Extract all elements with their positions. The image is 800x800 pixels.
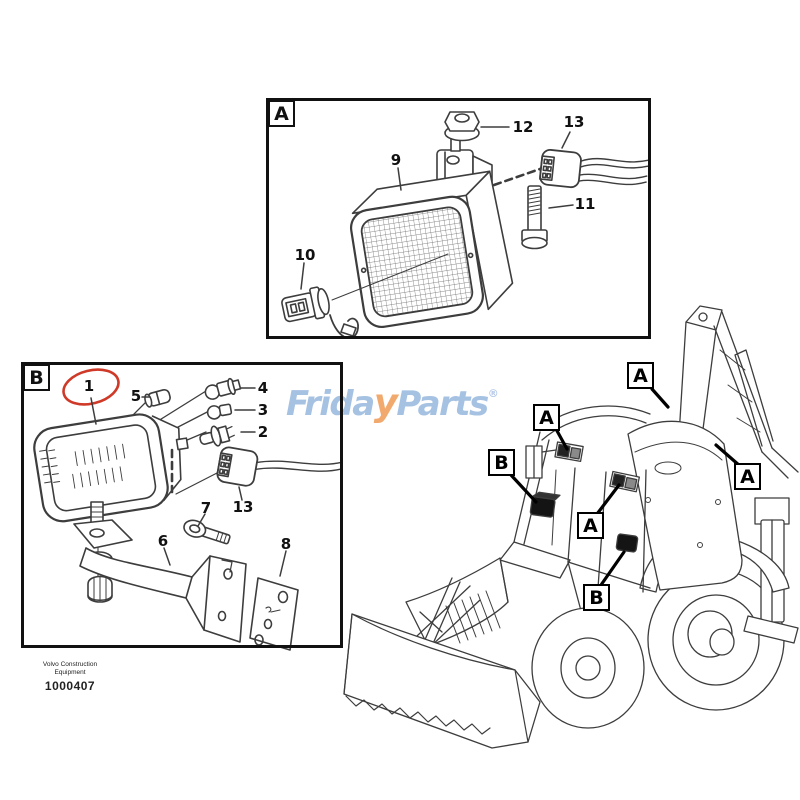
- panel-a-frame: [266, 98, 651, 339]
- vehicle-callout-b-mirror: B: [488, 449, 515, 476]
- work-lamp-exploded-drawing: [281, 111, 650, 339]
- mirror-lamp-black: [529, 491, 561, 518]
- fender-lamp-black: [615, 533, 639, 553]
- vehicle-callout-b-fender: B: [583, 584, 610, 611]
- headlamp-exploded-drawing: [33, 368, 343, 651]
- callout-leader-lines: [509, 387, 742, 587]
- vehicle-callout-a-roof: A: [627, 362, 654, 389]
- part-label-10: 10: [294, 246, 316, 264]
- part-label-5: 5: [130, 387, 142, 405]
- company-name-line1: Volvo Construction: [42, 661, 98, 668]
- part-label-2: 2: [257, 423, 269, 441]
- part-label-8: 8: [280, 535, 292, 553]
- part-label-13b: 13: [232, 498, 254, 516]
- part-label-9: 9: [390, 151, 402, 169]
- front-work-lamp-cluster: [554, 441, 584, 462]
- figure-number: 1000407: [44, 679, 96, 693]
- company-name-line2: Equipment: [54, 669, 86, 676]
- logo-text-frida: Frida: [286, 384, 375, 424]
- part-label-6: 6: [157, 532, 169, 550]
- part-label-12: 12: [512, 118, 534, 136]
- part-label-1: 1: [83, 377, 95, 395]
- part-label-11: 11: [574, 195, 596, 213]
- vehicle-callout-a-front: A: [533, 404, 560, 431]
- vehicle-callout-a-rear: A: [734, 463, 761, 490]
- part-label-4: 4: [257, 379, 269, 397]
- vehicle-callout-a-cab-side: A: [577, 512, 604, 539]
- logo-swoosh-icon: y: [373, 381, 398, 424]
- registered-mark: ®: [487, 387, 499, 400]
- panel-b-label: B: [23, 364, 50, 391]
- panel-b-frame: [21, 362, 343, 648]
- part-1-highlight-circle: [62, 368, 120, 406]
- logo-text-parts: Parts: [396, 384, 489, 424]
- figure-info: Volvo Construction Equipment 1000407: [28, 661, 112, 693]
- fridayparts-logo: FridayParts®: [286, 381, 499, 424]
- part-label-7: 7: [200, 499, 212, 517]
- part-label-3: 3: [257, 401, 269, 419]
- panel-a-label: A: [268, 100, 295, 127]
- part-label-13a: 13: [563, 113, 585, 131]
- backhoe-loader-drawing: [343, 305, 799, 749]
